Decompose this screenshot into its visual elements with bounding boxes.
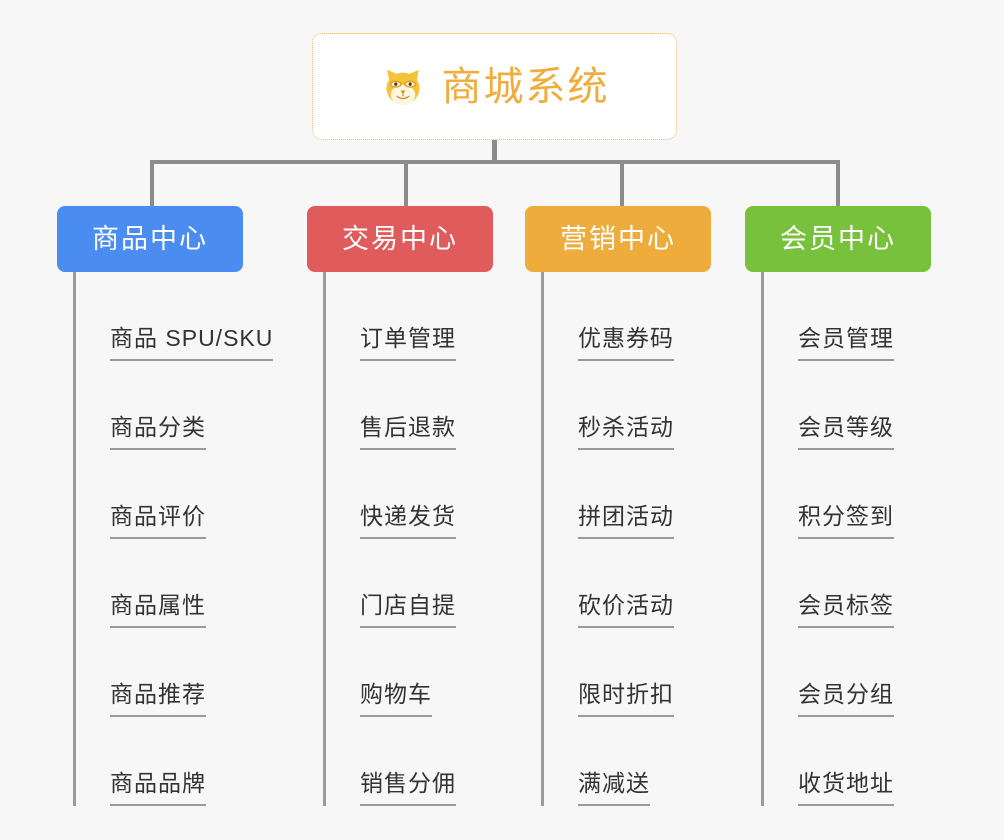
leaf-label: 订单管理 xyxy=(360,319,456,361)
leaf-label: 商品推荐 xyxy=(110,675,206,717)
shiba-dog-face-icon xyxy=(385,69,420,105)
leaf-label: 商品评价 xyxy=(110,497,206,539)
leaf-label: 会员标签 xyxy=(798,586,894,628)
list-item[interactable]: 拼团活动 xyxy=(544,450,725,539)
leaf-label: 商品品牌 xyxy=(110,764,206,806)
list-item[interactable]: 会员等级 xyxy=(764,361,945,450)
branch-trade-center: 交易中心 订单管理 售后退款 快递发货 门店自提 购物车 销售分佣 xyxy=(307,206,507,806)
leaf-label: 砍价活动 xyxy=(578,586,674,628)
leaf-list-product-center: 商品 SPU/SKU 商品分类 商品评价 商品属性 商品推荐 商品品牌 xyxy=(73,272,313,806)
root-node[interactable]: 商城系统 xyxy=(312,33,677,140)
list-item[interactable]: 限时折扣 xyxy=(544,628,725,717)
leaf-label: 售后退款 xyxy=(360,408,456,450)
leaf-label: 收货地址 xyxy=(798,764,894,806)
list-item[interactable]: 会员标签 xyxy=(764,539,945,628)
leaf-label: 销售分佣 xyxy=(360,764,456,806)
list-item[interactable]: 商品属性 xyxy=(76,539,313,628)
list-item[interactable]: 会员分组 xyxy=(764,628,945,717)
leaf-label: 限时折扣 xyxy=(578,675,674,717)
branch-header-marketing-center[interactable]: 营销中心 xyxy=(525,206,711,272)
leaf-label: 秒杀活动 xyxy=(578,408,674,450)
leaf-label: 优惠券码 xyxy=(578,319,674,361)
list-item[interactable]: 砍价活动 xyxy=(544,539,725,628)
branch-product-center: 商品中心 商品 SPU/SKU 商品分类 商品评价 商品属性 商品推荐 商品品牌 xyxy=(57,206,313,806)
list-item[interactable]: 满减送 xyxy=(544,717,725,806)
leaf-label: 积分签到 xyxy=(798,497,894,539)
list-item[interactable]: 积分签到 xyxy=(764,450,945,539)
list-item[interactable]: 商品评价 xyxy=(76,450,313,539)
list-item[interactable]: 商品 SPU/SKU xyxy=(76,272,313,361)
root-title: 商城系统 xyxy=(441,64,610,109)
list-item[interactable]: 收货地址 xyxy=(764,717,945,806)
branch-header-member-center[interactable]: 会员中心 xyxy=(745,206,931,272)
list-item[interactable]: 销售分佣 xyxy=(326,717,507,806)
branch-marketing-center: 营销中心 优惠券码 秒杀活动 拼团活动 砍价活动 限时折扣 满减送 xyxy=(525,206,725,806)
leaf-label: 商品属性 xyxy=(110,586,206,628)
leaf-list-marketing-center: 优惠券码 秒杀活动 拼团活动 砍价活动 限时折扣 满减送 xyxy=(541,272,725,806)
list-item[interactable]: 秒杀活动 xyxy=(544,361,725,450)
list-item[interactable]: 门店自提 xyxy=(326,539,507,628)
list-item[interactable]: 会员管理 xyxy=(764,272,945,361)
connector-drop-1 xyxy=(150,160,154,207)
leaf-label: 快递发货 xyxy=(360,497,456,539)
leaf-label: 拼团活动 xyxy=(578,497,674,539)
list-item[interactable]: 购物车 xyxy=(326,628,507,717)
leaf-label: 会员分组 xyxy=(798,675,894,717)
branch-member-center: 会员中心 会员管理 会员等级 积分签到 会员标签 会员分组 收货地址 xyxy=(745,206,945,806)
leaf-label: 商品 SPU/SKU xyxy=(110,319,274,361)
connector-root-stem xyxy=(492,140,497,162)
list-item[interactable]: 商品品牌 xyxy=(76,717,313,806)
list-item[interactable]: 售后退款 xyxy=(326,361,507,450)
leaf-label: 门店自提 xyxy=(360,586,456,628)
list-item[interactable]: 订单管理 xyxy=(326,272,507,361)
leaf-label: 会员管理 xyxy=(798,319,894,361)
list-item[interactable]: 商品推荐 xyxy=(76,628,313,717)
leaf-label: 购物车 xyxy=(360,675,432,717)
list-item[interactable]: 快递发货 xyxy=(326,450,507,539)
leaf-label: 满减送 xyxy=(578,764,650,806)
leaf-label: 商品分类 xyxy=(110,408,206,450)
connector-drop-2 xyxy=(404,160,408,207)
connector-horizontal-bar xyxy=(150,160,840,164)
branch-header-trade-center[interactable]: 交易中心 xyxy=(307,206,493,272)
leaf-label: 会员等级 xyxy=(798,408,894,450)
leaf-list-trade-center: 订单管理 售后退款 快递发货 门店自提 购物车 销售分佣 xyxy=(323,272,507,806)
list-item[interactable]: 商品分类 xyxy=(76,361,313,450)
list-item[interactable]: 优惠券码 xyxy=(544,272,725,361)
leaf-list-member-center: 会员管理 会员等级 积分签到 会员标签 会员分组 收货地址 xyxy=(761,272,945,806)
connector-drop-3 xyxy=(620,160,624,207)
connector-drop-4 xyxy=(836,160,840,207)
branch-header-product-center[interactable]: 商品中心 xyxy=(57,206,243,272)
